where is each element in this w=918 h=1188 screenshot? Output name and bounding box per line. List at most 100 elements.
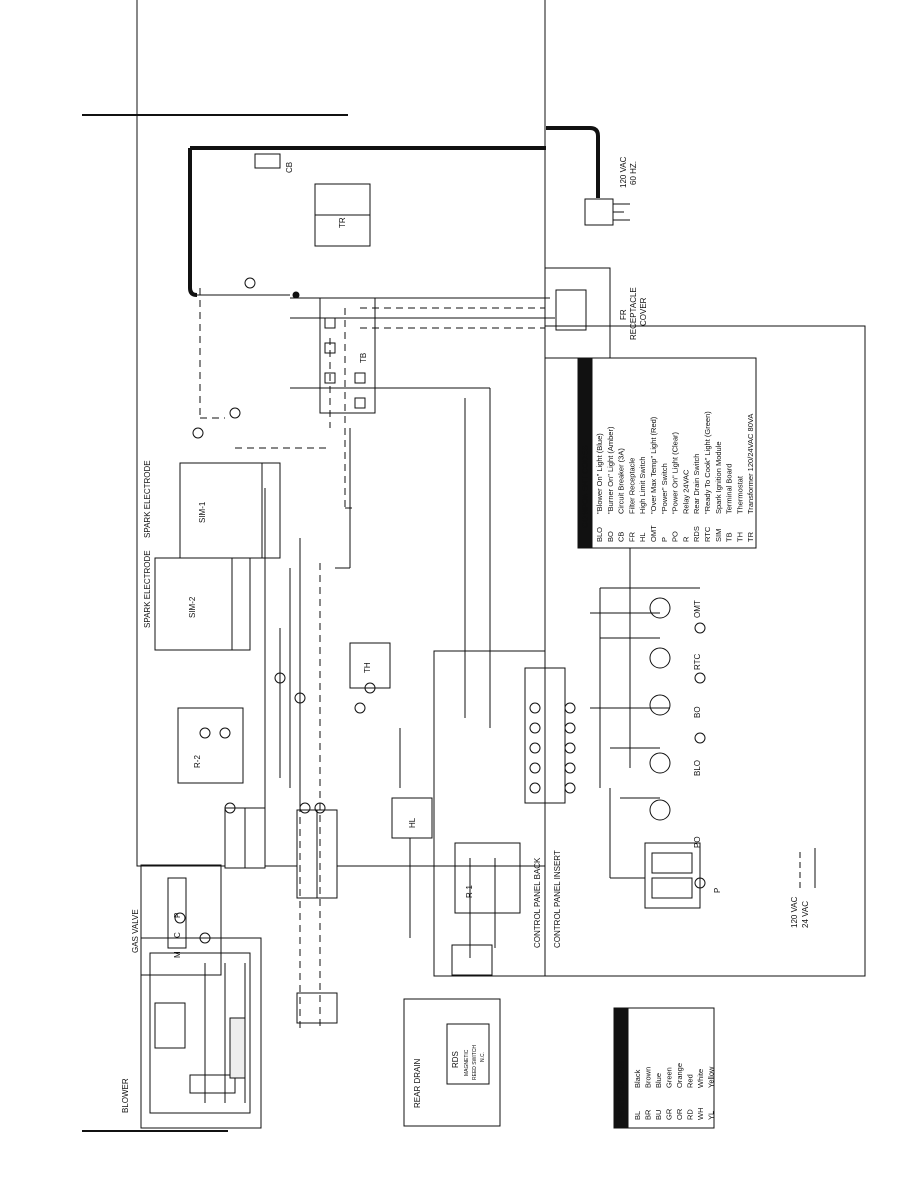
wire-color-row-description: Orange: [675, 1063, 684, 1088]
rtc-label: RTC: [693, 653, 702, 670]
component-row-code: TR: [746, 531, 755, 542]
wire-color-row-code: YL: [707, 1111, 716, 1120]
sim2-box: [154, 557, 251, 651]
gas-valve-label: GAS VALVE: [131, 909, 140, 953]
wire-color-row-description: Brown: [644, 1067, 653, 1088]
wires-120vac: [197, 294, 700, 958]
sim1-label: SIM-1: [198, 501, 207, 523]
wire-color-row-code: GR: [665, 1108, 674, 1120]
component-row-description: Relay 24VAC: [681, 469, 690, 514]
rds-sub2: REED SWITCH: [472, 1045, 478, 1080]
wire-colors-title: WIRE COLORS: [617, 1060, 626, 1118]
key-24vac: 24 VAC: [801, 901, 810, 928]
plug-icon: [584, 198, 630, 226]
gas-valve-box: [140, 864, 222, 976]
high-limit-switch: [391, 797, 433, 839]
sim2-label: SIM-2: [188, 596, 197, 618]
th-label: TH: [363, 662, 372, 673]
component-row-description: "Blower On" Light (Blue): [595, 433, 604, 514]
component-row-code: R: [681, 536, 690, 542]
blo-label: BLO: [693, 760, 702, 776]
component-row-code: OMT: [649, 525, 658, 542]
footer-rule: [82, 1130, 228, 1132]
component-row-code: BO: [606, 531, 615, 542]
receptacle-fr-label: FR: [619, 309, 628, 320]
circuit-breaker: [254, 153, 281, 169]
component-codes-legend: COMPONENT CODES BLO"Blower On" Light (Bl…: [577, 357, 757, 549]
component-row-code: RDS: [692, 526, 701, 542]
line-key: [799, 848, 816, 888]
wire-color-row-code: BU: [654, 1110, 663, 1120]
component-row-code: PO: [671, 531, 680, 542]
component-row-description: Transformer 120/24VAC 80VA: [746, 414, 755, 514]
connector-rds-2pin: [451, 944, 493, 976]
power-cord: [546, 126, 600, 198]
control-panel-back-label: CONTROL PANEL BACK: [533, 857, 542, 948]
spark-electrode-2-label: SPARK ELECTRODE: [143, 550, 152, 628]
component-row-code: BLO: [595, 527, 604, 542]
component-row-code: CB: [617, 532, 626, 542]
gv-m-label: M: [173, 951, 182, 958]
rds-switch-block: [446, 1023, 490, 1085]
wire-color-row-description: Green: [665, 1067, 674, 1088]
po-label: PO: [693, 836, 702, 848]
wire-color-row-code: BL: [633, 1111, 642, 1120]
rear-drain-label: REAR DRAIN: [413, 1058, 422, 1108]
gv-p-label: P: [173, 913, 182, 918]
control-panel-insert-box: [544, 325, 866, 977]
power-line1: 120 VAC: [619, 156, 628, 188]
connector-blower-2pin: [296, 992, 338, 1024]
component-row-description: "Ready To Cook" Light (Green): [703, 411, 712, 514]
component-row-description: Terminal Board: [725, 464, 734, 514]
bo-label: BO: [693, 706, 702, 718]
component-row-description: Filter Receptacle: [627, 458, 636, 514]
component-row-code: RTC: [703, 526, 712, 542]
relay-r2: [177, 707, 244, 784]
component-row-code: FR: [627, 531, 636, 542]
wire-color-row-code: OR: [675, 1108, 684, 1120]
component-row-description: High Limit Switch: [638, 456, 647, 514]
component-row-code: P: [660, 537, 669, 542]
receptacle-box: [544, 267, 611, 359]
power-switch-p: [644, 842, 701, 909]
rds-sub1: MAGNETIC: [464, 1049, 470, 1076]
receptacle-label: RECEPTACLE: [629, 287, 638, 340]
wire-color-row-code: BR: [644, 1109, 653, 1120]
wire-color-row-description: Red: [686, 1074, 695, 1088]
component-row-description: Rear Drain Switch: [692, 454, 701, 514]
wires-24vac: [199, 288, 545, 1028]
r1-label: R-1: [465, 885, 474, 898]
component-row-description: "Power" Switch: [660, 463, 669, 514]
thermostat-box: [349, 642, 391, 689]
wire-markers: [174, 277, 706, 944]
power-line2: 60 HZ.: [629, 161, 638, 185]
key-120vac: 120 VAC: [790, 896, 799, 928]
wire-color-row-description: Blue: [654, 1073, 663, 1088]
blower-label: BLOWER: [121, 1078, 130, 1113]
wire-color-row-description: White: [696, 1069, 705, 1088]
component-row-description: "Over Max Temp" Light (Red): [649, 416, 658, 514]
wire-color-row-code: RD: [686, 1109, 695, 1120]
blower-box: [140, 937, 262, 1129]
cb-label: CB: [285, 162, 294, 173]
receptacle-outlet: [555, 289, 587, 331]
relay-r1: [454, 842, 521, 914]
wire-color-row-description: Black: [633, 1069, 642, 1088]
rear-drain-box: [403, 998, 501, 1127]
connector-9pin: [524, 667, 566, 804]
gv-c-label: C: [173, 932, 182, 938]
tb-label: TB: [359, 353, 368, 363]
omt-label: OMT: [693, 600, 702, 618]
component-row-code: TB: [725, 532, 734, 542]
cabinet-outline: [136, 0, 546, 867]
rds-sub3: N.C.: [480, 1052, 486, 1062]
lights: [649, 597, 671, 821]
tr-label: TR: [338, 217, 347, 228]
component-row-description: Spark Ignition Module: [714, 441, 723, 514]
wire-color-row-description: Yellow: [707, 1066, 716, 1088]
gas-valve-mcp-block: [167, 877, 187, 949]
component-row-description: "Burner On" Light (Amber): [606, 426, 615, 514]
wire-colors-legend: WIRE COLORS BLBlackBRBrownBUBlueGRGreenO…: [613, 1007, 716, 1129]
receptacle-cover-label: COVER: [639, 297, 648, 326]
